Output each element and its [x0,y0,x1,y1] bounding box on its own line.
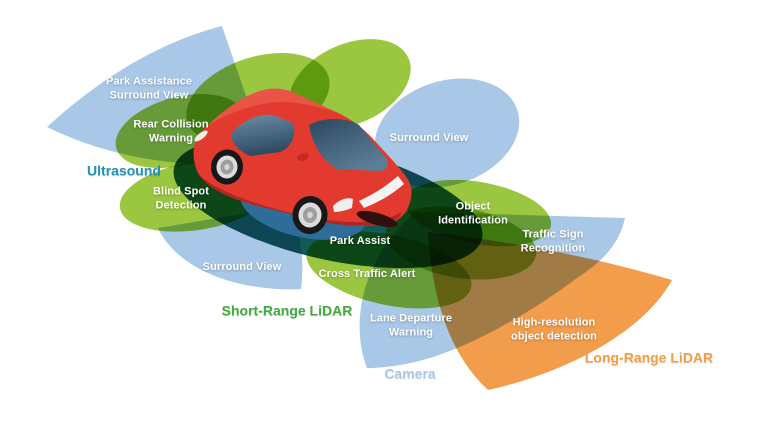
car-front-wheel [292,196,328,234]
car-side-window [231,114,295,156]
car-roof-highlight [206,88,336,127]
car-taillight [194,130,208,142]
zone-label-surround-view-left: Surround View [202,260,282,273]
zone-label-cross-traffic: Cross Traffic Alert [318,267,416,280]
zone-label-surround-view-right: Surround View [389,131,469,144]
zone-label-high-resolution: High-resolution object detection [511,316,597,343]
zone-label-object-identification: Object Identification [438,200,508,227]
car-mirror [297,153,309,161]
zone-long-range-lidar-shape [428,232,672,390]
zone-label-park-assistance: Park Assistance Surround View [105,75,193,102]
car-headlight-left [333,198,353,212]
legend-ultrasound: Ultrasound [87,162,161,179]
zone-label-lane-departure: Lane Departure Warning [369,312,453,339]
car-illustration [193,88,412,234]
zone-label-traffic-sign: Traffic Sign Recognition [520,228,586,255]
zone-surround-view-right-shape [374,78,520,188]
legend-camera: Camera [384,365,436,382]
car-headlight-right [359,176,404,208]
legend-long-range-lidar: Long-Range LiDAR [584,349,714,366]
zone-label-park-assist: Park Assist [329,234,391,247]
car-windshield [309,119,388,171]
car-grille [356,210,398,228]
legend-short-range-lidar: Short-Range LiDAR [221,302,353,319]
zone-label-rear-collision: Rear Collision Warning [133,118,209,145]
car-rear-wheel [210,149,244,185]
zone-label-blind-spot: Blind Spot Detection [153,185,209,212]
